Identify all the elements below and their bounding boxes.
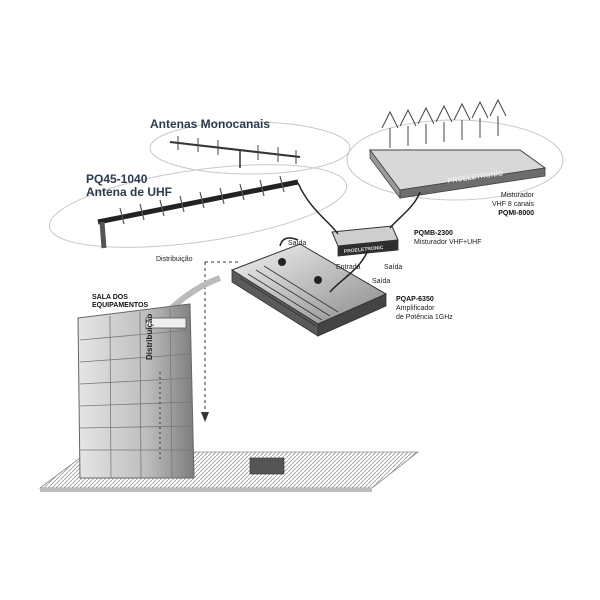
label-amp-model: PQAP-6350 xyxy=(396,296,434,303)
label-mixer-vu-name: Misturador VHF+UHF xyxy=(414,239,482,246)
label-saida-mid: Saída xyxy=(384,264,403,271)
label-monochannel-antennas: Antenas Monocanais xyxy=(150,117,271,131)
label-amp-line1: Amplificador xyxy=(396,305,435,312)
building-icon: Distribuição xyxy=(77,303,195,479)
cables xyxy=(279,182,421,293)
label-uhf-model: PQ45-1040 xyxy=(86,172,148,186)
label-mixer8-line1: Misturador xyxy=(500,192,534,199)
ellipse-uhf xyxy=(48,164,348,248)
mixer-vu-brand-text: PROELETRONIC xyxy=(344,245,385,255)
label-mixer8-model: PQMI-8000 xyxy=(498,210,534,217)
label-saida-top: Saída xyxy=(288,240,307,247)
amplifier-device-icon xyxy=(230,243,388,337)
mixer8-device-icon: PROELETRONIC xyxy=(369,98,547,200)
uhf-antenna-icon xyxy=(97,175,299,249)
label-sala-line1: SALA DOS xyxy=(92,294,128,301)
label-entrada: Entrada xyxy=(336,264,361,271)
label-mixer8-line2: VHF 8 canais xyxy=(491,201,534,208)
label-amp-line2: de Potência 1GHz xyxy=(396,314,453,321)
ellipse-monochannel xyxy=(149,121,351,175)
label-saida-low: Saída xyxy=(372,278,391,285)
ellipse-mixer8 xyxy=(346,119,564,201)
building-vertical-label: Distribuição xyxy=(145,314,154,360)
label-sala-line2: EQUIPAMENTOS xyxy=(92,302,149,309)
label-distribuicao: Distribuição xyxy=(156,256,193,263)
label-uhf-name: Antena de UHF xyxy=(86,185,173,199)
monochannel-antenna-icon xyxy=(169,136,301,168)
mixer-vhf-uhf-device-icon: PROELETRONIC xyxy=(331,225,399,257)
label-mixer-vu-model: PQMB-2300 xyxy=(414,230,453,237)
